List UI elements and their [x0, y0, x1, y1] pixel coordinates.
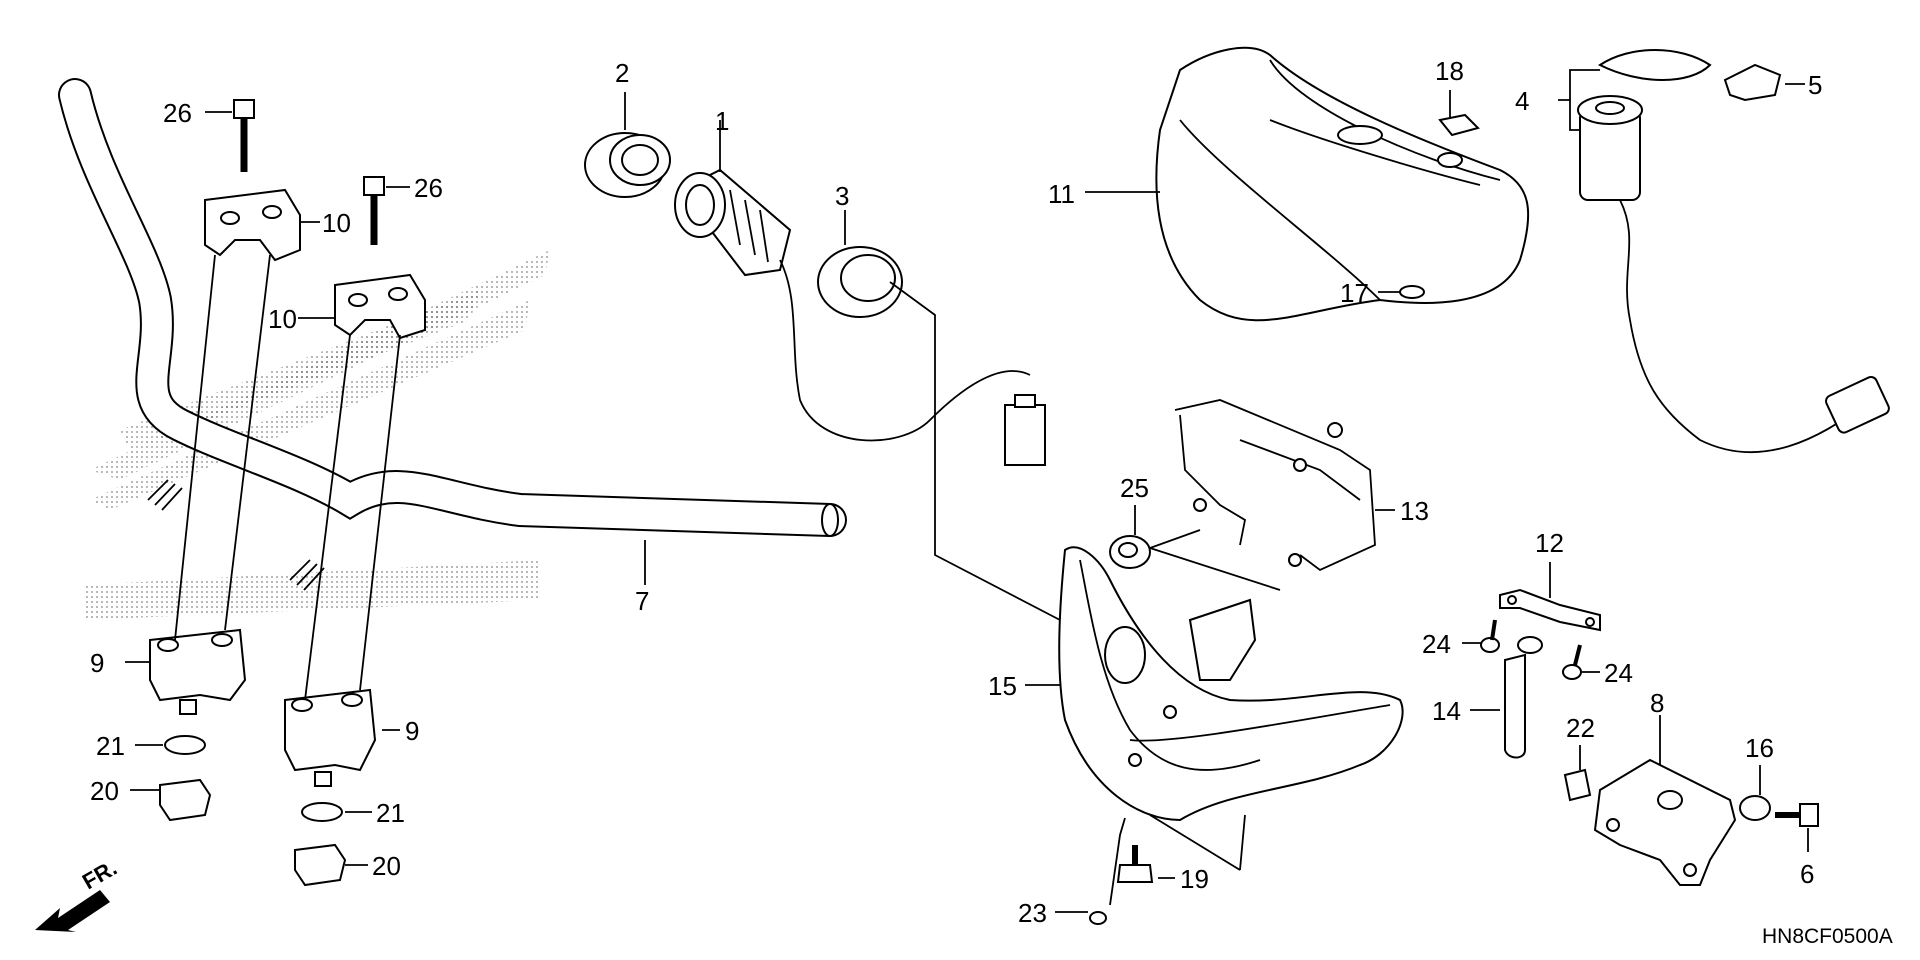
callout-10b: 10 [268, 304, 297, 334]
callout-10a: 10 [322, 208, 351, 238]
callout-18: 18 [1435, 56, 1464, 86]
ignition-switch-part [1577, 49, 1712, 201]
callout-20b: 20 [372, 851, 401, 881]
callout-labels: 1 2 3 4 5 6 7 8 9 9 10 10 11 12 13 14 15… [90, 56, 1822, 928]
callout-21b: 21 [376, 798, 405, 828]
nut-ring-part [817, 246, 903, 318]
screw-24-left [1480, 619, 1500, 653]
callout-2: 2 [615, 58, 629, 88]
callout-9b: 9 [405, 716, 419, 746]
nut-right [294, 843, 347, 887]
nut-clip-part [1563, 768, 1592, 802]
collar-part [1739, 795, 1771, 821]
handlebar-leaders [125, 111, 646, 866]
upper-holder-right [334, 273, 426, 340]
washer-left [164, 735, 206, 755]
bolt-right [363, 176, 385, 245]
callout-12: 12 [1535, 528, 1564, 558]
upper-cover-part [1155, 46, 1530, 322]
clip-part [1438, 113, 1480, 137]
callout-23: 23 [1018, 898, 1047, 928]
bolt-19-part [1116, 845, 1154, 883]
callout-15: 15 [988, 671, 1017, 701]
lower-cover-part [1058, 546, 1404, 822]
callout-21a: 21 [96, 731, 125, 761]
screw-23-part [1089, 911, 1107, 925]
tube-part [1504, 636, 1543, 759]
nut-left [159, 778, 212, 822]
callout-11: 11 [1048, 179, 1075, 209]
bolt-6-part [1775, 803, 1819, 827]
callout-24b: 24 [1604, 658, 1633, 688]
callout-5: 5 [1808, 70, 1822, 100]
lower-holder-left [149, 628, 247, 715]
socket-wire [779, 259, 1031, 442]
callout-17: 17 [1340, 278, 1369, 308]
callout-25: 25 [1120, 473, 1149, 503]
callout-3: 3 [835, 181, 849, 211]
washer-right [301, 802, 343, 822]
diagram-code: HN8CF0500A [1762, 925, 1893, 948]
callout-26a: 26 [163, 98, 192, 128]
screw-24-right [1562, 644, 1582, 680]
lower-holder-right [284, 688, 377, 787]
grommet-part [584, 132, 671, 198]
socket-part [674, 168, 792, 277]
callout-16: 16 [1745, 733, 1774, 763]
callout-20a: 20 [90, 776, 119, 806]
socket-connector [1004, 394, 1046, 466]
stay-part [1174, 399, 1376, 572]
callout-19: 19 [1180, 864, 1209, 894]
key-cap-part [1723, 63, 1782, 102]
callout-24a: 24 [1422, 629, 1451, 659]
front-label: FR. [78, 855, 121, 894]
ignition-connector [1825, 376, 1890, 434]
bracket-plate-part [1593, 758, 1737, 886]
callout-22: 22 [1566, 713, 1595, 743]
knurl-left [147, 479, 183, 511]
ignition-wire [1619, 199, 1871, 454]
callout-13: 13 [1400, 496, 1429, 526]
rubber-mount-part [1109, 535, 1151, 569]
front-arrow [35, 890, 110, 932]
callout-14: 14 [1432, 696, 1461, 726]
plate-part [1499, 588, 1601, 632]
small-clip-part [1399, 285, 1425, 299]
callout-6: 6 [1800, 859, 1814, 889]
upper-holder-left [204, 188, 301, 262]
callout-8: 8 [1650, 688, 1664, 718]
bolt-left [233, 99, 255, 172]
callout-9a: 9 [90, 648, 104, 678]
callout-7: 7 [635, 586, 649, 616]
callout-4: 4 [1515, 86, 1529, 116]
callout-1: 1 [715, 106, 729, 136]
callout-26b: 26 [414, 173, 443, 203]
handlebar-part [58, 78, 847, 591]
